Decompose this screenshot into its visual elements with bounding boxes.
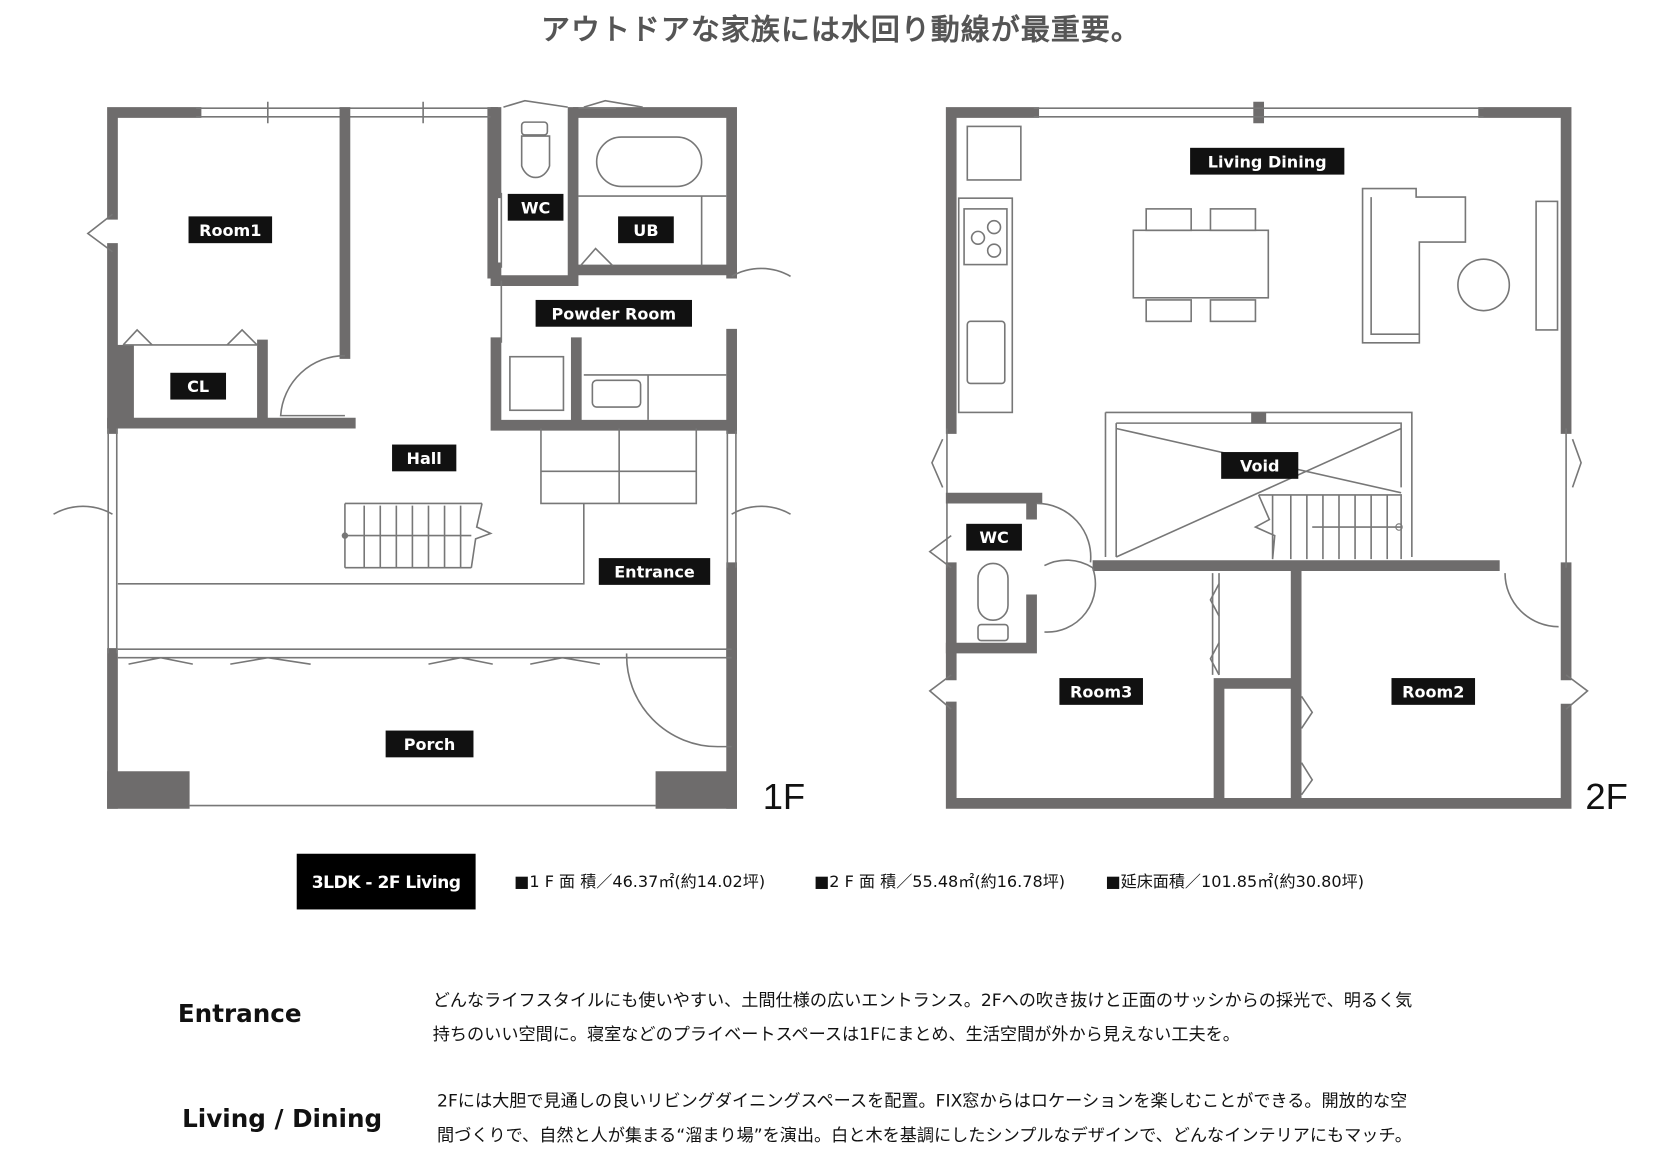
- text-line: 持ちのいい空間に。寝室などのプライベートスペースは1Fにまとめ、生活空間が外から…: [432, 1024, 1240, 1045]
- area-2f: ■2 F 面 積／55.48㎡(約16.78坪): [814, 871, 1066, 892]
- floor-plans: Room1 CL WC UB Powder Room Hall Entrance…: [53, 99, 1628, 817]
- svg-text:Void: Void: [1240, 456, 1280, 475]
- svg-text:Powder Room: Powder Room: [551, 304, 676, 323]
- floor-plan-2f: [928, 101, 1589, 809]
- room-label-porch: Porch: [385, 730, 474, 758]
- room-label-entrance: Entrance: [598, 558, 711, 585]
- svg-text:CL: CL: [187, 377, 209, 396]
- room-label-powder-room: Powder Room: [535, 299, 692, 327]
- room-label-room3: Room3: [1059, 678, 1143, 705]
- svg-text:Room1: Room1: [199, 221, 261, 240]
- text-line: 間づくりで、自然と人が集まる“溜まり場”を演出。白と木を基調にしたシンプルなデザ…: [437, 1124, 1412, 1146]
- svg-text:Room3: Room3: [1070, 682, 1132, 701]
- room-label-wc-2f: WC: [966, 523, 1022, 551]
- area-total: ■延床面積／101.85㎡(約30.80坪): [1105, 871, 1364, 892]
- svg-text:UB: UB: [633, 221, 658, 240]
- svg-text:Porch: Porch: [404, 735, 456, 754]
- floor-label-2f: 2F: [1585, 776, 1628, 817]
- svg-text:WC: WC: [521, 198, 550, 217]
- area-1f: ■1 F 面 積／46.37㎡(約14.02坪): [514, 871, 766, 892]
- room-label-cl: CL: [170, 372, 227, 400]
- section-heading-entrance: Entrance: [177, 1000, 302, 1029]
- room-label-room2: Room2: [1391, 678, 1476, 705]
- section-text-living-dining: 2Fには大胆で見通しの良いリビングダイニングスペースを配置。FIX窓からはロケー…: [437, 1084, 1412, 1153]
- svg-text:Living Dining: Living Dining: [1208, 152, 1327, 171]
- room-label-room1: Room1: [188, 216, 273, 244]
- svg-text:Hall: Hall: [407, 449, 442, 468]
- svg-text:WC: WC: [979, 528, 1008, 547]
- floor-plan-1f: [53, 99, 791, 809]
- room-label-ub: UB: [618, 216, 674, 244]
- svg-text:Entrance: Entrance: [614, 563, 695, 582]
- section-heading-living-dining: Living / Dining: [182, 1105, 383, 1134]
- svg-text:Room2: Room2: [1402, 682, 1464, 701]
- section-text-entrance: どんなライフスタイルにも使いやすい、土間仕様の広いエントランス。2Fへの吹き抜け…: [433, 983, 1413, 1052]
- room-label-hall: Hall: [392, 444, 457, 472]
- plan-type-badge: 3LDK - 2F Living: [296, 853, 476, 910]
- text-line: 2Fには大胆で見通しの良いリビングダイニングスペースを配置。FIX窓からはロケー…: [437, 1090, 1408, 1111]
- page-title: アウトドアな家族には水回り動線が最重要。: [540, 13, 1141, 48]
- floor-label-1f: 1F: [763, 776, 806, 817]
- room-label-wc-1f: WC: [507, 193, 564, 221]
- text-line: どんなライフスタイルにも使いやすい、土間仕様の広いエントランス。2Fへの吹き抜け…: [432, 989, 1413, 1011]
- room-label-living-dining: Living Dining: [1190, 147, 1345, 175]
- room-label-void: Void: [1221, 452, 1299, 479]
